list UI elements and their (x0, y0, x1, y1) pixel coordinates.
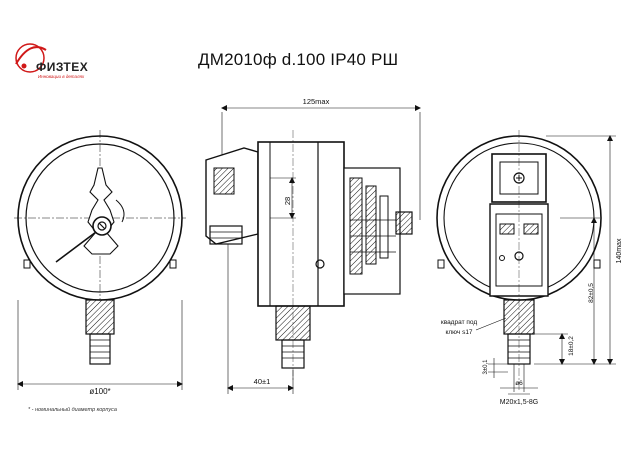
front-contact-pointer (83, 167, 119, 255)
front-needle (55, 231, 97, 263)
logo-dot (21, 63, 27, 69)
back-center-height-label: 82±0,5 (588, 283, 595, 303)
side-cable-gland (209, 225, 243, 245)
logo-name: ФИЗТЕХ (36, 60, 89, 74)
side-connector-plug (205, 147, 259, 245)
side-connector-height-label: 28 (283, 197, 292, 205)
side-connector-window (213, 167, 235, 195)
front-center-screw (97, 221, 107, 231)
fizteh-logo (15, 43, 47, 73)
back-wrench-leader (475, 317, 507, 331)
front-diameter-label: ø100* (89, 387, 110, 396)
side-view (205, 105, 421, 394)
back-total-height-label: 140max (616, 238, 623, 263)
back-thread-length-label: 18±0,2 (568, 336, 575, 356)
back-thread-label: M20x1,5-8G (500, 399, 539, 406)
back-lug-left (437, 259, 445, 269)
page-title: ДМ2010ф d.100 IP40 РШ (198, 50, 399, 69)
front-lug-right (169, 259, 177, 269)
back-bore-diameter-label: ø6 (515, 380, 523, 387)
logo-orbit (15, 43, 45, 73)
back-wrench-note-line2: ключ s17 (445, 329, 472, 336)
side-length-label: 125max (303, 97, 330, 106)
front-view (14, 130, 186, 390)
side-adjust-knob (395, 211, 413, 235)
footnote: * - номинальный диаметр корпуса (28, 407, 117, 413)
back-lug-right (593, 259, 601, 269)
side-housing-screw (315, 259, 325, 269)
side-housing (257, 141, 345, 307)
back-wrench-note-line1: квадрат под (441, 319, 477, 326)
front-socket-thread (89, 333, 111, 365)
logo-swoosh (15, 46, 47, 65)
back-chamfer-label: 3±0,1 (483, 359, 489, 375)
front-arm-right (115, 199, 125, 223)
logo-tagline: Инновации в деталях (38, 74, 85, 79)
back-view (436, 130, 616, 395)
front-lug-left (23, 259, 31, 269)
side-base-width-label: 40±1 (254, 377, 271, 386)
front-socket-hex (85, 299, 115, 335)
